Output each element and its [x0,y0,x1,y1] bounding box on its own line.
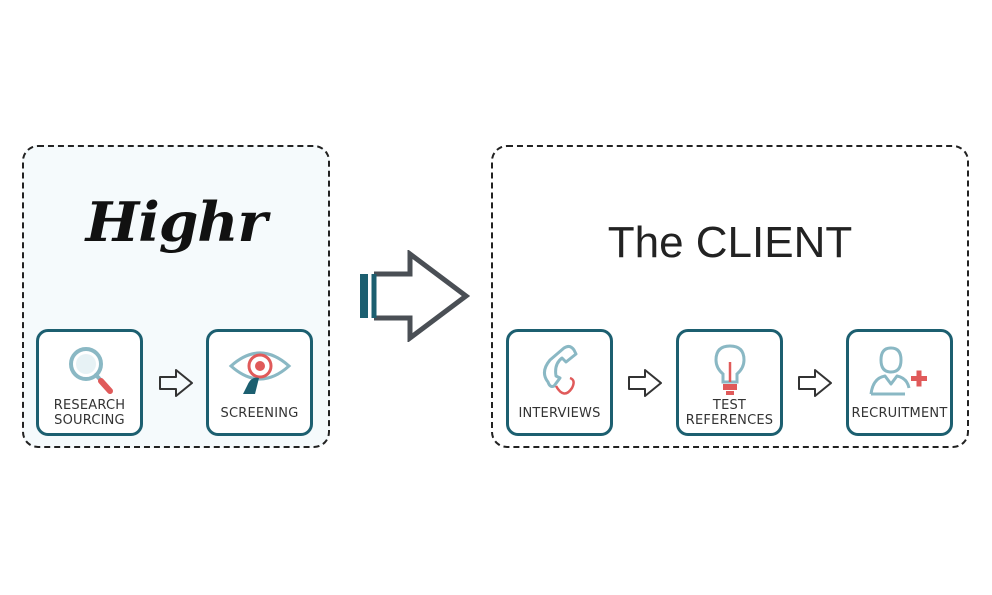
test-references-label: TEST REFERENCES [679,398,780,428]
magnifier-icon [39,342,140,402]
highr-logo: Highr [85,190,268,254]
label-line: RESEARCH [53,398,126,413]
client-title: The CLIENT [607,218,853,267]
label-line: REFERENCES [685,413,774,428]
phone-icon [509,342,610,402]
research-sourcing-card: RESEARCH SOURCING [36,329,143,436]
arrow-right-icon [159,369,193,397]
arrow-right-icon [798,369,832,397]
person-plus-icon [849,342,950,402]
recruitment-card: RECRUITMENT [846,329,953,436]
screening-label: SCREENING [220,406,299,421]
interviews-card: INTERVIEWS [506,329,613,436]
label-line: TEST [712,398,747,413]
interviews-label: INTERVIEWS [518,406,601,421]
screening-card: SCREENING [206,329,313,436]
test-references-card: TEST REFERENCES [676,329,783,436]
eye-person-icon [209,342,310,402]
research-sourcing-label: RESEARCH SOURCING [39,398,140,428]
arrow-right-icon [628,369,662,397]
big-arrow-right-icon [360,250,470,342]
recruitment-label: RECRUITMENT [851,406,948,421]
lightbulb-icon [679,342,780,402]
label-line: SOURCING [54,413,125,428]
